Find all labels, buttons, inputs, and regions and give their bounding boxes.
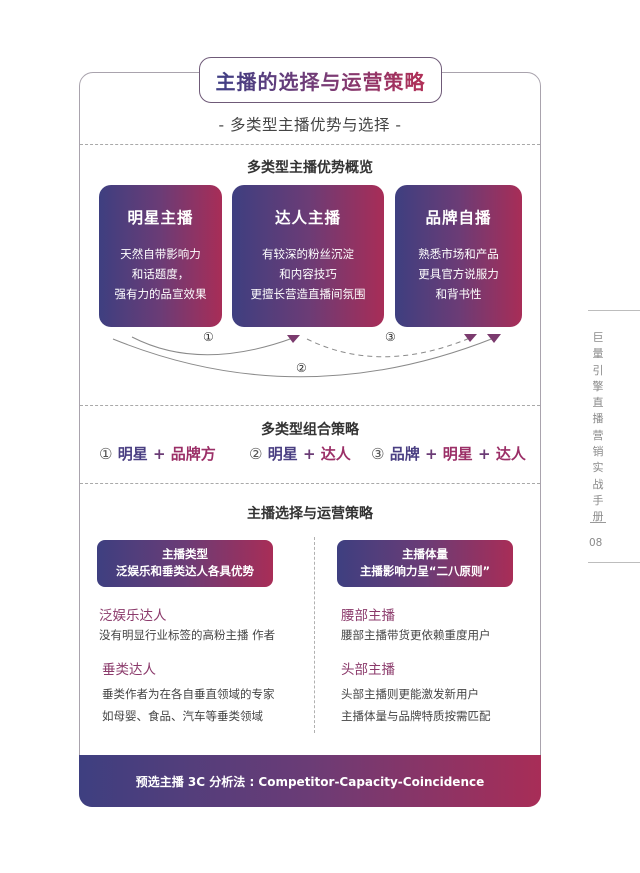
desc-line: 腰部主播带货更依赖重度用户 [341,628,491,642]
page-number: 08 [589,537,603,549]
combo-part: 达人 [320,445,351,463]
arrow-2-path [112,337,495,378]
arrow-1-label: ① [203,330,214,344]
category-entertainment-influencer: 泛娱乐达人 [99,608,167,624]
card-body: 有较深的粉丝沉淀 和内容技巧 更擅长营造直播间氛围 [232,244,384,304]
divider [80,405,540,406]
card-brand-self-host: 品牌自播 熟悉市场和产品 更具官方说服力 和背书性 [395,185,522,327]
box-subtitle: 泛娱乐和垂类达人各具优势 [116,564,254,578]
category-mid-tier-host: 腰部主播 [341,608,395,624]
combo-plus: + [478,445,491,463]
category-top-tier-host: 头部主播 [341,662,395,678]
divider [80,483,540,484]
card-line: 有较深的粉丝沉淀 [262,247,354,261]
combo-part: 明星 [442,445,473,463]
desc-line: 主播体量与品牌特质按需匹配 [341,709,491,723]
combo-part: 达人 [495,445,526,463]
card-line: 和内容技巧 [279,267,337,281]
category-desc: 垂类作者为在各自垂直领域的专家 如母婴、食品、汽车等垂类领域 [102,683,275,727]
combo-number: ① [99,445,113,463]
card-line: 和背书性 [435,287,482,301]
category-desc: 腰部主播带货更依赖重度用户 [341,624,491,646]
card-line: 更具官方说服力 [418,267,499,281]
card-line: 熟悉市场和产品 [418,247,499,261]
combo-item-1: ① 明星 + 品牌方 [99,443,216,464]
arrowhead-icon [487,334,501,343]
combo-item-2: ② 明星 + 达人 [249,443,351,464]
column-divider [314,537,315,733]
card-title: 达人主播 [274,209,341,227]
desc-line: 垂类作者为在各自垂直领域的专家 [102,687,275,701]
combo-part: 品牌方 [170,445,216,463]
combo-part: 明星 [267,445,298,463]
host-type-box: 主播类型 泛娱乐和垂类达人各具优势 [97,540,273,587]
page-subtitle: - 多类型主播优势与选择 - [218,116,402,134]
box-subtitle: 主播影响力呈“二八原则” [359,564,491,578]
card-line: 和话题度， [131,267,190,281]
category-desc: 没有明显行业标签的高粉主播 作者 [99,624,275,646]
category-vertical-influencer: 垂类达人 [102,662,156,678]
combo-plus: + [302,445,316,463]
combo-list: ① 明星 + 品牌方 ② 明星 + 达人 ③ 品牌 + 明星 + 达人 [79,443,541,465]
arrow-2-label: ② [296,361,307,375]
side-dash [590,522,606,523]
box-title: 主播体量 [402,547,448,561]
overview-heading: 多类型主播优势概览 [247,160,373,176]
card-line: 天然自带影响力 [120,247,201,261]
arrow-3-label: ③ [385,330,396,344]
divider [80,144,540,145]
desc-line: 如母婴、食品、汽车等垂类领域 [102,709,263,723]
combo-number: ③ [371,445,385,463]
box-title: 主播类型 [162,547,208,561]
strategy-heading: 主播选择与运营策略 [247,506,373,522]
footer-text: 预选主播 3C 分析法 : Competitor-Capacity-Coinci… [135,774,485,789]
page-title: 主播的选择与运营策略 [199,57,442,103]
side-rule-top [588,310,640,311]
arrowhead-icon [464,334,477,342]
footer-banner: 预选主播 3C 分析法 : Competitor-Capacity-Coinci… [79,755,541,807]
arrow-1-path [131,336,294,356]
card-title: 品牌自播 [425,209,492,227]
card-celebrity-host: 明星主播 天然自带影响力 和话题度， 强有力的品宣效果 [99,185,222,327]
combo-part: 品牌 [389,445,420,463]
combo-number: ② [249,445,263,463]
side-book-title: 巨量引擎直播营销实战手册 [592,331,604,524]
arrow-3-path [306,337,471,358]
desc-line: 头部主播则更能激发新用户 [341,687,479,701]
page-title-text: 主播的选择与运营策略 [216,66,426,95]
side-rule-bottom [588,562,640,563]
combos-heading: 多类型组合策略 [261,422,359,438]
card-body: 天然自带影响力 和话题度， 强有力的品宣效果 [99,244,222,304]
card-influencer-host: 达人主播 有较深的粉丝沉淀 和内容技巧 更擅长营造直播间氛围 [232,185,384,327]
host-volume-box: 主播体量 主播影响力呈“二八原则” [337,540,513,587]
card-body: 熟悉市场和产品 更具官方说服力 和背书性 [395,244,522,304]
combo-plus: + [424,445,438,463]
combo-item-3: ③ 品牌 + 明星 + 达人 [371,443,526,464]
category-desc: 头部主播则更能激发新用户 主播体量与品牌特质按需匹配 [341,683,491,727]
combo-plus: + [152,445,166,463]
card-title: 明星主播 [127,209,194,227]
arrowhead-icon [287,335,300,343]
desc-line: 没有明显行业标签的高粉主播 作者 [99,628,276,642]
combo-part: 明星 [117,445,148,463]
card-line: 强有力的品宣效果 [114,287,207,301]
card-line: 更擅长营造直播间氛围 [250,287,366,301]
